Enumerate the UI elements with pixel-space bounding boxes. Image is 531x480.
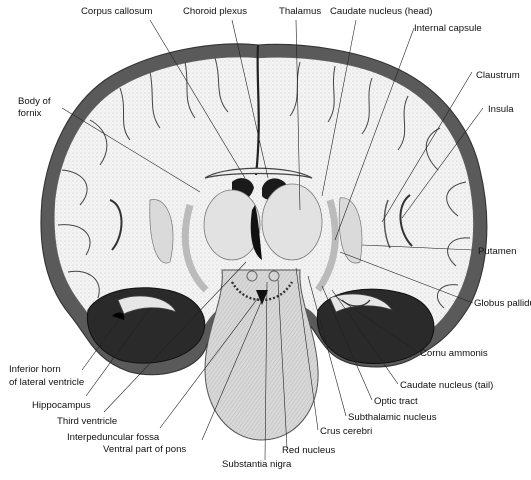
putamen-right: [338, 197, 363, 264]
label-body-of-fornix-line2: fornix: [18, 108, 42, 119]
longitudinal-fissure: [254, 44, 260, 176]
internal-capsule-left: [181, 204, 209, 293]
label-interpeduncular-fossa: Interpeduncular fossa: [67, 432, 160, 443]
label-cornu-ammonis: Cornu ammonis: [420, 348, 488, 359]
label-internal-capsule: Internal capsule: [414, 23, 482, 34]
label-inferior-horn-line1: Inferior horn: [9, 364, 61, 375]
label-body-of-fornix-line1: Body of: [18, 96, 51, 107]
corpus-callosum: [204, 167, 313, 179]
label-subthalamic-nucleus: Subthalamic nucleus: [348, 412, 437, 423]
label-choroid-plexus: Choroid plexus: [183, 6, 247, 17]
temporal-lobe-left: [86, 287, 206, 364]
putamen-left: [149, 199, 174, 264]
label-inferior-horn-line2: of lateral ventricle: [9, 377, 84, 388]
label-third-ventricle: Third ventricle: [57, 416, 117, 427]
label-caudate-nucleus-head: Caudate nucleus (head): [330, 6, 432, 17]
label-putamen: Putamen: [478, 246, 516, 257]
label-thalamus: Thalamus: [279, 6, 321, 17]
internal-capsule-right: [315, 199, 339, 293]
insula-left: [109, 199, 123, 251]
thalamus-left: [203, 189, 261, 261]
label-substantia-nigra: Substantia nigra: [222, 459, 292, 470]
hippocampus-right: [329, 293, 393, 313]
label-ventral-part-of-pons: Ventral part of pons: [103, 444, 186, 455]
red-nucleus-left: [246, 270, 258, 282]
label-crus-cerebri: Crus cerebri: [320, 426, 372, 437]
insula-right: [399, 194, 413, 247]
hippocampus-left: [117, 295, 177, 315]
cornu-ammonis-right: [341, 299, 371, 307]
label-corpus-callosum: Corpus callosum: [81, 6, 152, 17]
brain-illustration: [40, 43, 488, 441]
interpeduncular-fossa: [256, 290, 268, 305]
label-caudate-nucleus-tail: Caudate nucleus (tail): [400, 380, 493, 391]
claustrum-right: [383, 199, 391, 249]
labels: Corpus callosum Choroid plexus Thalamus …: [9, 6, 531, 470]
inferior-horn-left: [112, 312, 125, 320]
red-nucleus-right: [268, 270, 280, 282]
third-ventricle: [250, 205, 262, 260]
label-red-nucleus: Red nucleus: [282, 445, 336, 456]
leader-lines: [61, 19, 484, 461]
label-claustrum: Claustrum: [476, 70, 520, 81]
label-insula: Insula: [488, 104, 514, 115]
label-optic-tract: Optic tract: [374, 396, 418, 407]
label-globus-pallidus: Globus pallidus: [474, 298, 531, 309]
brainstem-pons: [204, 269, 319, 441]
thalamus-right: [261, 183, 323, 261]
label-hippocampus: Hippocampus: [32, 400, 91, 411]
